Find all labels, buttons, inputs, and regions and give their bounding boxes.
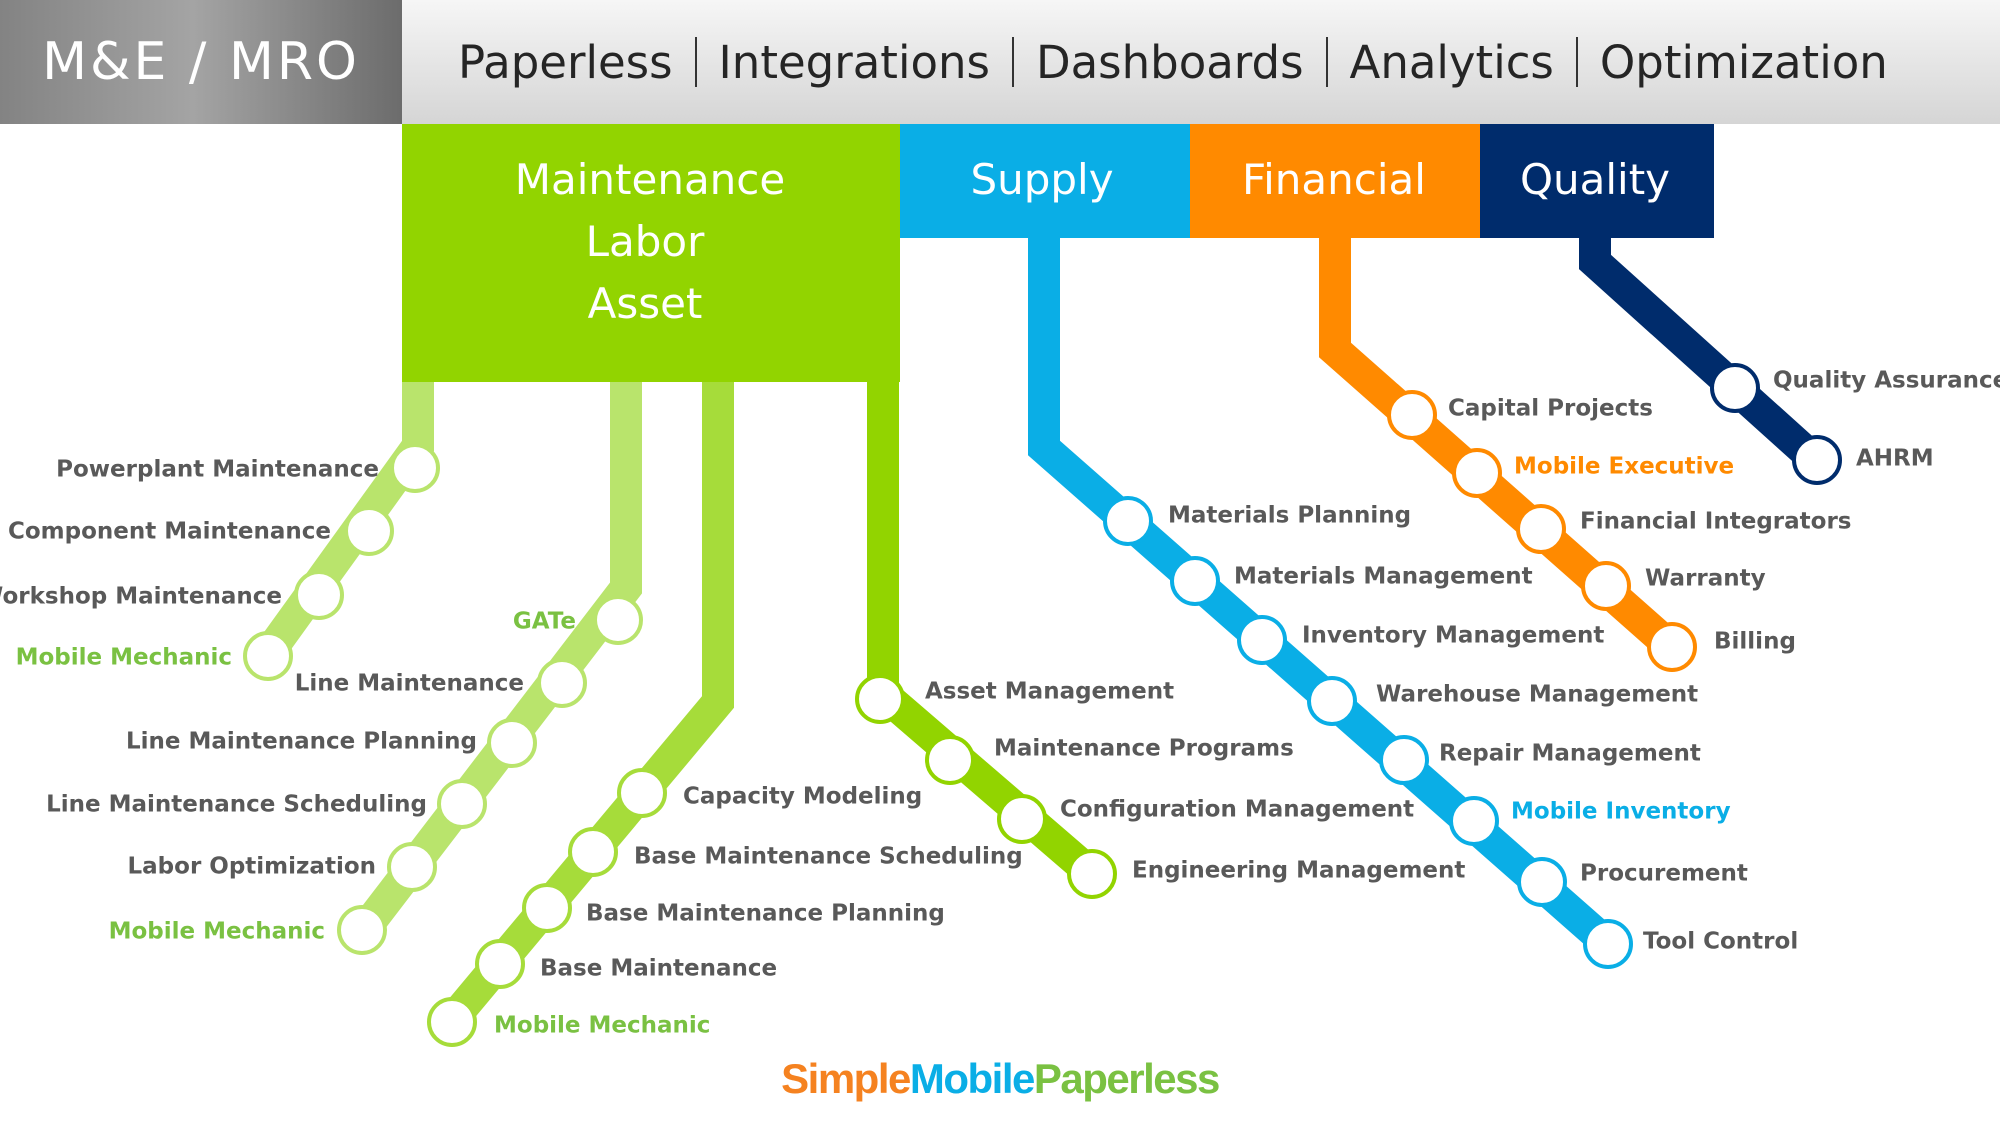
maintenance-title-line-2: Labor (586, 217, 705, 266)
nav-item-paperless: Paperless (458, 35, 673, 89)
financial-box (1190, 124, 1480, 238)
station-circle (1517, 857, 1567, 907)
station-label-gate: GATe (513, 609, 576, 635)
station-label: AHRM (1856, 446, 1934, 472)
nav-item-analytics: Analytics (1349, 35, 1554, 89)
station-label-mobile: Mobile Inventory (1511, 799, 1731, 825)
station-circle (344, 506, 394, 556)
station-label: Maintenance Programs (994, 736, 1294, 762)
station-circle (487, 718, 537, 768)
station-circle (1170, 556, 1220, 606)
station-label: Base Maintenance (540, 956, 777, 982)
station-label: Powerplant Maintenance (56, 457, 379, 483)
nav-item-dashboards: Dashboards (1035, 35, 1304, 89)
station-circle (1379, 735, 1429, 785)
station-label-mobile: Mobile Executive (1514, 454, 1734, 480)
station-circle (337, 905, 387, 955)
station-circle (1237, 615, 1287, 665)
station-label: Materials Planning (1168, 503, 1411, 529)
station-label: Warehouse Management (1376, 682, 1698, 708)
station-circle (568, 827, 618, 877)
financial-title: Financial (1242, 155, 1426, 204)
quality-line (1579, 238, 1826, 472)
nav-separator (1011, 37, 1014, 87)
station-label-mobile: Mobile Mechanic (494, 1013, 710, 1039)
station-label: Base Maintenance Planning (586, 901, 945, 927)
station-label: Tool Control (1643, 929, 1798, 955)
brand-box: M&E / MRO (0, 0, 402, 124)
station-label: Inventory Management (1302, 623, 1604, 649)
station-label: Line Maintenance Planning (126, 729, 477, 755)
nav-items: Paperless Integrations Dashboards Analyt… (458, 0, 1910, 124)
station-label: Capacity Modeling (683, 784, 922, 810)
station-circle (437, 779, 487, 829)
station-label: Materials Management (1234, 564, 1533, 590)
station-circle (537, 658, 587, 708)
nav-bar: Paperless Integrations Dashboards Analyt… (402, 0, 2000, 124)
station-label: Capital Projects (1448, 396, 1653, 422)
station-circle (475, 939, 525, 989)
supply-box (900, 124, 1190, 238)
footer-paperless: Paperless (1033, 1055, 1220, 1102)
footer-logo: SimpleMobilePaperless (0, 1055, 2000, 1103)
brand-title: M&E / MRO (42, 32, 360, 92)
station-circle (1387, 390, 1437, 440)
station-label: Financial Integrators (1580, 509, 1851, 535)
maintenance-title-line-1: Maintenance (515, 155, 785, 204)
supply-title: Supply (970, 155, 1113, 204)
station-circle (294, 570, 344, 620)
station-circle (1067, 849, 1117, 899)
maintenance-box (402, 124, 900, 382)
station-label: Procurement (1580, 861, 1748, 887)
station-circle (1103, 496, 1153, 546)
nav-item-integrations: Integrations (718, 35, 990, 89)
header: M&E / MRO Paperless Integrations Dashboa… (0, 0, 2000, 124)
station-label: Base Maintenance Scheduling (634, 844, 1023, 870)
station-circle (1583, 919, 1633, 969)
station-circle (1307, 676, 1357, 726)
quality-title: Quality (1520, 155, 1670, 204)
station-label: Repair Management (1439, 741, 1701, 767)
station-label: Billing (1714, 629, 1796, 655)
station-circle (390, 443, 440, 493)
quality-box (1480, 124, 1714, 238)
station-label: Workshop Maintenance (0, 584, 282, 610)
footer-simple: Simple (781, 1055, 911, 1102)
nav-separator (694, 37, 697, 87)
station-circle (1449, 796, 1499, 846)
station-circle (243, 631, 293, 681)
station-circle (855, 674, 905, 724)
station-label: Line Maintenance Scheduling (46, 792, 427, 818)
station-circle (1710, 363, 1760, 413)
financial-line (1319, 238, 1681, 658)
station-circle (1452, 448, 1502, 498)
footer-mobile: Mobile (909, 1055, 1036, 1102)
station-label: Labor Optimization (128, 854, 377, 880)
nav-item-optimization: Optimization (1599, 35, 1888, 89)
station-label: Warranty (1645, 566, 1766, 592)
station-label: Quality Assurance (1773, 368, 2000, 394)
nav-separator (1325, 37, 1328, 87)
station-circle (1792, 435, 1842, 485)
nav-separator (1575, 37, 1578, 87)
station-label: Configuration Management (1060, 797, 1414, 823)
station-circle (387, 842, 437, 892)
station-label: Asset Management (925, 679, 1174, 705)
station-circle (925, 735, 975, 785)
station-label-mobile: Mobile Mechanic (109, 919, 325, 945)
station-circle (522, 883, 572, 933)
station-label: Component Maintenance (8, 519, 331, 545)
station-circle (1647, 622, 1697, 672)
station-circle (1516, 504, 1566, 554)
station-circle (1581, 561, 1631, 611)
station-circle (617, 768, 667, 818)
maintenance-title-line-3: Asset (588, 279, 703, 328)
station-label: Engineering Management (1132, 858, 1465, 884)
station-circle (427, 997, 477, 1047)
station-circle (997, 794, 1047, 844)
station-circle (593, 595, 643, 645)
station-label-mobile: Mobile Mechanic (16, 645, 232, 671)
station-label: Line Maintenance (295, 671, 524, 697)
